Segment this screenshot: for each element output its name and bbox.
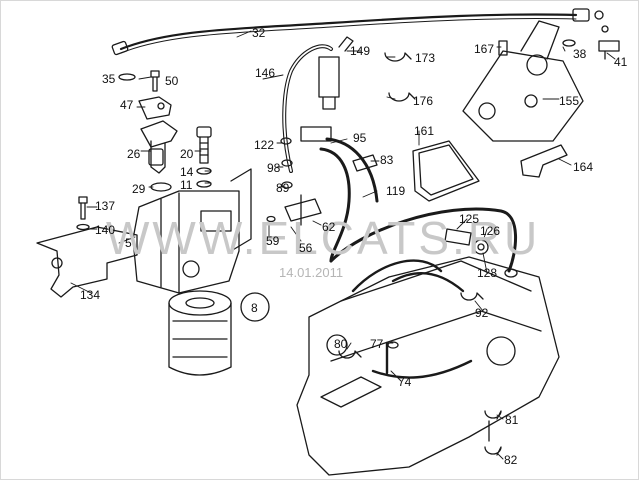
filter-cartridge-8 [168,302,232,376]
ring-126 [473,239,489,255]
bracket-164 [520,144,568,178]
part-number-38: 38 [573,47,587,61]
valve-26 [140,120,178,148]
pipe-119 [329,207,518,273]
part-number-122: 122 [254,138,275,152]
part-number-82: 82 [504,453,518,467]
part-number-20: 20 [180,147,194,161]
filter-housing-5 [132,190,240,294]
watermark-date: 14.01.2011 [279,265,344,280]
washer-98 [281,159,293,167]
clip-41 [598,40,620,60]
part-number-128: 128 [477,266,498,280]
part-number-149: 149 [350,44,371,58]
bracket-134 [36,226,138,298]
part-number-47: 47 [120,98,134,112]
seal-29 [150,182,172,192]
part-number-77: 77 [370,337,384,351]
gasket-161 [412,140,480,202]
part-number-167: 167 [474,42,495,56]
part-number-134: 134 [80,288,101,302]
part-number-8: 8 [251,301,258,315]
part-number-173: 173 [415,51,436,65]
bracket-47 [138,96,172,120]
part-number-125: 125 [459,212,480,226]
washer-140 [76,223,90,231]
part-number-74: 74 [398,375,412,389]
part-number-59: 59 [266,234,280,248]
pipe-95 [319,147,351,263]
watermark-url: WWW.ELCATS.RU [106,212,541,264]
pump-top-155 [462,50,584,142]
injection-pump-body [296,256,560,476]
fitting-62 [284,198,322,222]
stud-137 [78,196,88,204]
part-number-140: 140 [95,223,116,237]
part-number-95: 95 [353,131,367,145]
fitting-83 [352,154,378,172]
fuel-return-line [119,13,578,51]
bolt-50 [150,70,160,92]
line-fitting-left [111,40,129,56]
part-number-161: 161 [414,124,435,138]
part-number-11: 11 [180,178,193,192]
part-number-137: 137 [95,199,116,213]
part-number-35: 35 [102,72,116,86]
part-number-176: 176 [413,94,434,108]
part-number-146: 146 [255,66,276,80]
washer-35 [118,73,136,81]
part-number-92: 92 [475,306,489,320]
ring-38 [562,39,576,47]
part-number-14: 14 [180,165,194,179]
part-number-119: 119 [386,184,406,198]
fitting-125 [444,228,472,246]
part-number-5: 5 [125,236,132,250]
clip-81 [484,410,502,420]
part-number-62: 62 [322,220,336,234]
screw-167 [498,40,508,56]
clamp-173 [384,52,412,62]
washer-89 [281,181,293,189]
ring-11 [196,180,212,188]
screw-20 [196,126,212,138]
part-number-56: 56 [299,241,313,255]
injector-149 [318,56,340,110]
part-number-164: 164 [573,160,594,174]
clamp-176 [388,92,416,102]
part-number-81: 81 [505,413,519,427]
clamp-80 [338,350,362,359]
line-fitting-right [572,8,590,22]
washer-59 [266,215,276,223]
part-number-29: 29 [132,182,146,196]
part-number-98: 98 [267,161,281,175]
part-number-83: 83 [380,153,394,167]
part-number-26: 26 [127,147,141,161]
part-number-80: 80 [334,337,348,351]
part-number-41: 41 [614,55,628,69]
callout-circle-8 [240,292,270,322]
part-number-89: 89 [276,181,290,195]
ring-77 [387,341,399,349]
washer-122 [280,137,292,145]
return-pipe-74 [371,359,473,379]
part-number-32: 32 [252,26,266,40]
part-number-50: 50 [165,74,179,88]
part-number-126: 126 [480,224,501,238]
clip-82 [484,446,502,456]
clamp-92 [460,292,484,301]
part-number-155: 155 [559,94,580,108]
